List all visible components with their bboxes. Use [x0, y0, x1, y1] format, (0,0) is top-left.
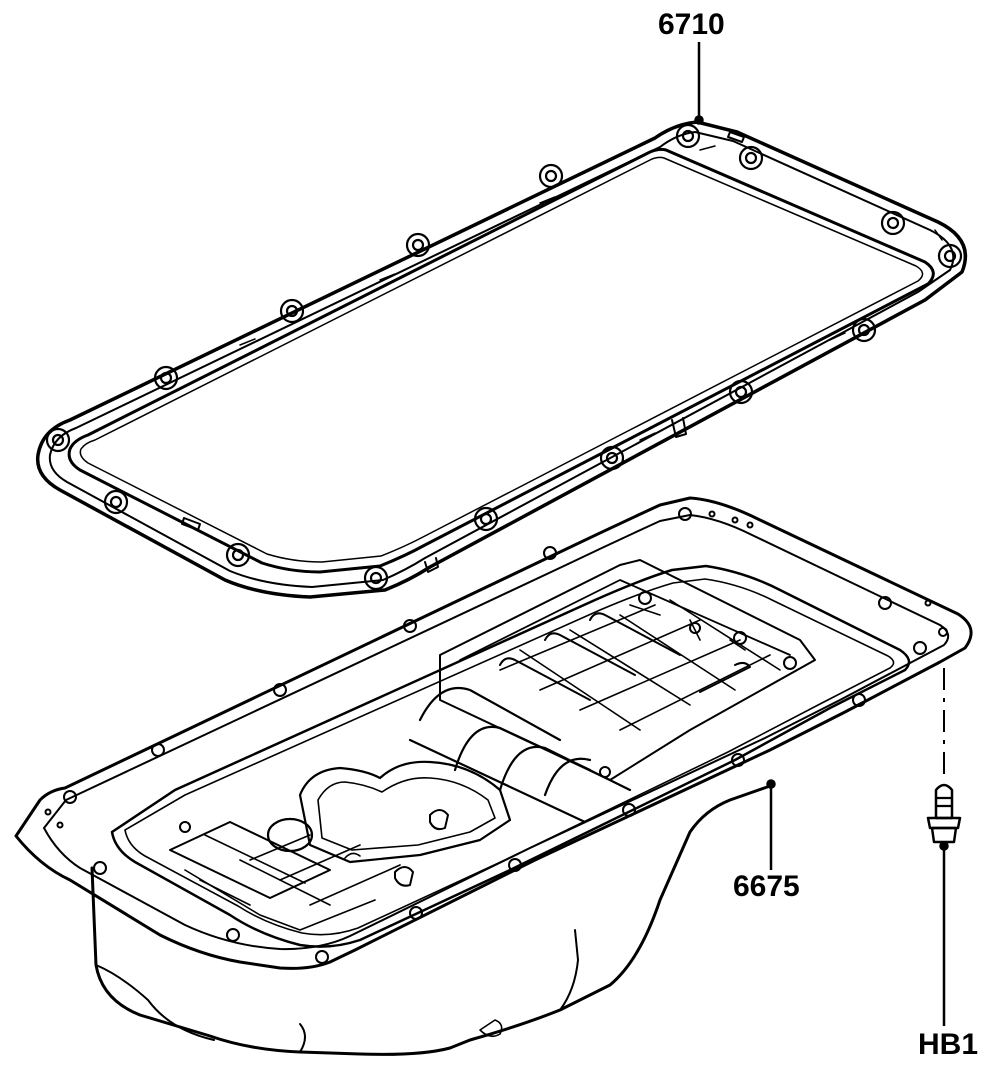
gasket-bolt-holes	[45, 123, 963, 591]
callout-oil-pan-part-number: 6675	[733, 870, 800, 903]
pan-bolt-holes	[44, 507, 948, 964]
callout-gasket-part-number: 6710	[658, 8, 725, 41]
callout-bolt-part-number: HB1	[918, 1028, 979, 1061]
hex-bolt	[926, 668, 962, 844]
oil-pan-gasket	[35, 120, 968, 599]
leader-lines	[694, 42, 949, 1026]
oil-pan	[14, 496, 973, 1056]
